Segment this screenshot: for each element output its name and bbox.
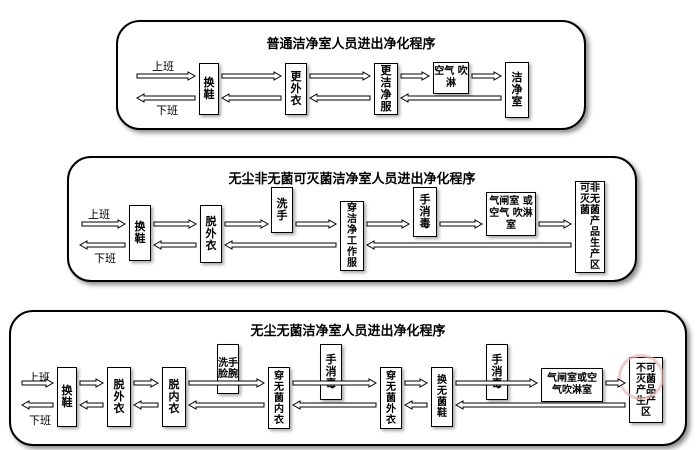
- return-arrow: [135, 93, 196, 103]
- panel-title: 普通洁净室人员进出净化程序: [266, 37, 436, 52]
- step-airlock-or-air-shower: 气闸室或空 气吹淋室: [541, 368, 603, 402]
- forward-arrow: [605, 378, 627, 388]
- forward-arrow: [400, 71, 431, 81]
- step-hand-disinfection: 手 消 毒: [413, 187, 437, 237]
- exit-label: 下班: [94, 252, 116, 265]
- step-change-shoes: 换 鞋: [129, 205, 151, 261]
- return-arrow: [220, 93, 282, 103]
- return-arrow: [308, 93, 371, 103]
- return-arrow: [132, 400, 159, 410]
- step-put-on-clean-suit: 更 洁 净 服: [374, 63, 398, 115]
- enter-label: 上班: [152, 60, 174, 73]
- step-wash-hands: 洗 手: [271, 187, 293, 233]
- forward-arrow: [136, 71, 197, 81]
- step-change-shoes: 换 鞋: [199, 63, 219, 115]
- step-remove-outer-clothes: 脱 外 衣: [200, 205, 222, 263]
- step-put-on-clean-workwear: 穿 洁 净 工 作 服: [340, 201, 364, 271]
- forward-arrow: [439, 219, 484, 229]
- forward-arrow: [538, 219, 573, 229]
- step-remove-underwear: 脱 内 衣: [162, 367, 186, 427]
- forward-arrow: [309, 71, 372, 81]
- exit-label: 下班: [29, 414, 51, 427]
- forward-arrow: [292, 378, 378, 388]
- return-arrow: [78, 240, 126, 250]
- forward-arrow: [224, 219, 270, 229]
- watermark-logo: [618, 354, 664, 400]
- return-arrow: [223, 240, 337, 250]
- forward-arrow: [221, 71, 283, 81]
- step-put-on-sterile-inner-wear: 穿 无 菌 内 衣: [268, 367, 290, 429]
- forward-arrow: [455, 378, 539, 388]
- forward-arrow: [81, 219, 127, 229]
- panel-title: 无尘无菌洁净室人员进出净化程序: [250, 324, 446, 339]
- step-change-sterile-shoes: 换 无 菌 鞋: [431, 367, 453, 427]
- forward-arrow: [21, 378, 55, 388]
- step-change-outer-clothes: 更 外 衣: [285, 63, 307, 115]
- return-arrow: [403, 400, 428, 410]
- step-put-on-sterile-outer-wear: 穿 无 菌 外 衣: [380, 367, 402, 429]
- forward-arrow: [404, 378, 429, 388]
- enter-label: 上班: [88, 208, 110, 221]
- return-arrow: [187, 400, 265, 410]
- forward-arrow: [471, 71, 503, 81]
- forward-arrow: [79, 378, 105, 388]
- step-clean-room: 洁 净 室: [505, 62, 529, 118]
- step-sterilizable-production-area: 可非 灭无 菌菌 产 品 生 产 区: [575, 181, 605, 273]
- forward-arrow: [133, 378, 160, 388]
- forward-arrow: [188, 378, 266, 388]
- step-change-shoes: 换 鞋: [57, 367, 77, 427]
- step-airlock-or-air-shower: 气闸室 或空气 吹淋室: [486, 192, 536, 236]
- forward-arrow: [153, 219, 198, 229]
- return-arrow: [78, 400, 104, 410]
- exit-label: 下班: [156, 104, 178, 117]
- forward-arrow: [366, 219, 411, 229]
- return-arrow: [152, 240, 197, 250]
- step-air-shower: 空气 吹淋: [433, 62, 469, 94]
- return-arrow: [454, 400, 626, 410]
- panel-title: 无尘非无菌可灭菌洁净室人员进出净化程序: [228, 172, 476, 187]
- return-arrow: [20, 400, 54, 410]
- forward-arrow: [295, 219, 338, 229]
- step-remove-outer-clothes: 脱 外 衣: [107, 367, 131, 427]
- return-arrow: [291, 400, 377, 410]
- return-arrow: [399, 93, 502, 103]
- return-arrow: [365, 240, 572, 250]
